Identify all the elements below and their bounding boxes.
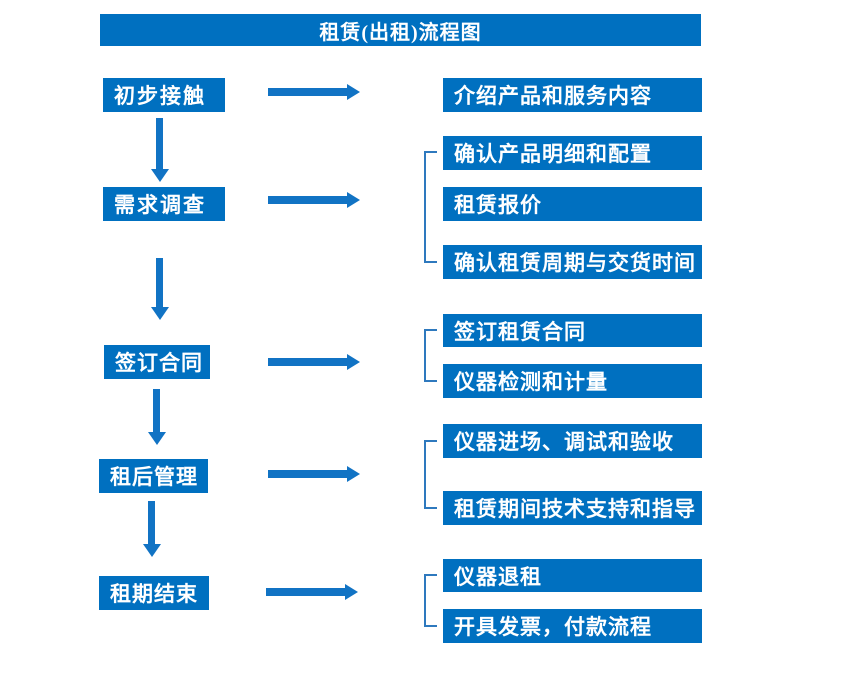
down-arrow-3-shaft: [153, 389, 160, 433]
detail-box-confirm-product-details-config: 确认产品明细和配置: [443, 136, 702, 170]
bracket-group-4: [424, 440, 437, 509]
right-arrow-3-head-icon: [347, 354, 360, 370]
detail-box-sign-rental-contract: 签订租赁合同: [443, 314, 702, 347]
step-box-sign-contract: 签订合同: [104, 345, 210, 379]
step-box-rental-end: 租期结束: [99, 576, 209, 610]
step-box-demand-survey: 需求调查: [103, 187, 225, 221]
right-arrow-4-shaft: [268, 470, 348, 478]
down-arrow-3-head-icon: [148, 432, 166, 445]
bracket-group-3: [424, 329, 437, 382]
down-arrow-4: [143, 501, 161, 557]
right-arrow-5: [266, 584, 358, 600]
title-bar: 租赁(出租)流程图: [100, 14, 701, 46]
page-title: 租赁(出租)流程图: [319, 21, 482, 44]
down-arrow-2-head-icon: [151, 307, 169, 320]
right-arrow-2-head-icon: [347, 192, 360, 208]
bracket-group-5: [424, 574, 437, 627]
right-arrow-2-shaft: [268, 196, 348, 204]
step-box-post-rental-management: 租后管理: [99, 459, 208, 493]
right-arrow-3-shaft: [268, 358, 348, 366]
down-arrow-1: [151, 118, 169, 182]
right-arrow-4-head-icon: [347, 466, 360, 482]
right-arrow-1-head-icon: [347, 84, 360, 100]
down-arrow-1-head-icon: [151, 169, 169, 182]
down-arrow-4-head-icon: [143, 544, 161, 557]
right-arrow-4: [268, 466, 360, 482]
right-arrow-1-shaft: [268, 88, 348, 96]
down-arrow-2: [151, 258, 169, 320]
detail-box-rental-quotation: 租赁报价: [443, 187, 702, 221]
detail-box-instrument-inspection-metering: 仪器检测和计量: [443, 364, 702, 398]
bracket-group-2: [424, 151, 437, 263]
down-arrow-3: [148, 389, 166, 445]
down-arrow-2-shaft: [156, 258, 163, 308]
detail-box-instrument-arrival-debug-acceptance: 仪器进场、调试和验收: [443, 424, 702, 458]
down-arrow-1-shaft: [156, 118, 163, 170]
right-arrow-1: [268, 84, 360, 100]
right-arrow-5-head-icon: [345, 584, 358, 600]
detail-box-confirm-rental-period-delivery: 确认租赁周期与交货时间: [443, 245, 702, 279]
detail-box-introduce-products-services: 介绍产品和服务内容: [443, 78, 702, 112]
detail-box-rental-tech-support-guidance: 租赁期间技术支持和指导: [443, 491, 702, 525]
step-box-initial-contact: 初步接触: [103, 78, 225, 112]
right-arrow-5-shaft: [266, 588, 346, 596]
detail-box-invoice-payment-process: 开具发票，付款流程: [443, 609, 702, 643]
down-arrow-4-shaft: [148, 501, 155, 545]
detail-box-instrument-return: 仪器退租: [443, 559, 702, 592]
right-arrow-2: [268, 192, 360, 208]
right-arrow-3: [268, 354, 360, 370]
